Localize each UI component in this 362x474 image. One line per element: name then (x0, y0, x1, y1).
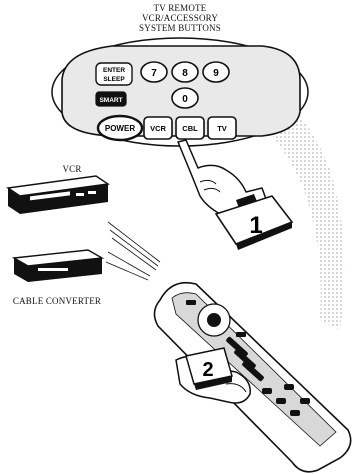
vcr-mode-button[interactable]: VCR (144, 117, 172, 139)
cable-converter-device-icon (14, 250, 102, 282)
sleep-label: SLEEP (103, 76, 125, 83)
number-0-label: 0 (182, 94, 188, 105)
number-7-label: 7 (151, 68, 157, 79)
enter-label: ENTER (103, 67, 125, 74)
number-7-button[interactable]: 7 (141, 62, 167, 82)
tv-mode-label: TV (217, 124, 227, 133)
smart-button[interactable]: SMART (96, 92, 126, 106)
enter-sleep-button[interactable]: ENTER SLEEP (96, 63, 132, 85)
cbl-mode-label: CBL (182, 124, 198, 133)
vcr-device-icon (8, 176, 108, 214)
step-1-label: 1 (249, 212, 262, 239)
vcr-mode-label: VCR (150, 124, 166, 133)
tv-mode-button[interactable]: TV (208, 117, 236, 139)
cbl-mode-button[interactable]: CBL (176, 117, 204, 139)
number-9-label: 9 (213, 68, 219, 79)
number-9-button[interactable]: 9 (203, 62, 229, 82)
step-2-label: 2 (202, 359, 213, 381)
power-button[interactable]: POWER (98, 116, 142, 140)
power-label: POWER (105, 124, 135, 133)
number-8-label: 8 (182, 68, 188, 79)
number-8-button[interactable]: 8 (172, 62, 198, 82)
smart-label: SMART (99, 97, 122, 104)
number-0-button[interactable]: 0 (172, 88, 198, 108)
signal-lines (106, 222, 160, 280)
